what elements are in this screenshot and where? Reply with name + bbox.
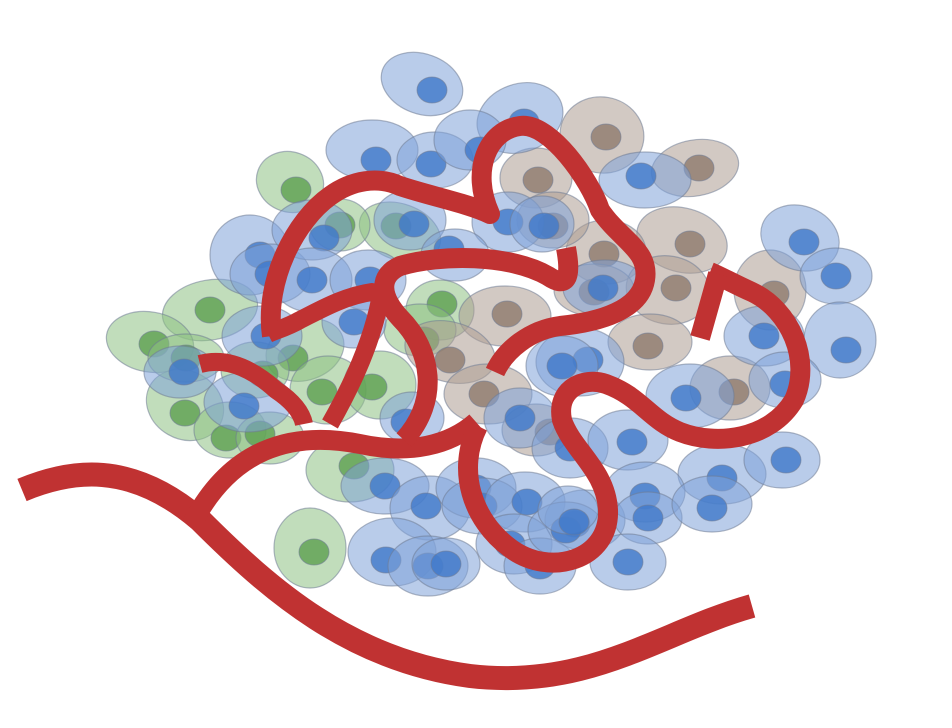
blue-cell-nucleus: [308, 224, 340, 252]
blue-cell: [743, 431, 821, 489]
blue-cell: [671, 475, 753, 533]
blue-cell: [587, 409, 669, 471]
blue-cell: [373, 189, 447, 251]
blue-cell-nucleus: [748, 322, 780, 350]
blue-cell: [411, 537, 481, 591]
green-cell-nucleus: [298, 538, 330, 566]
lower-serpentine-vessel: [458, 262, 811, 573]
blue-cell-nucleus: [369, 472, 401, 500]
blue-cell-nucleus: [415, 150, 447, 178]
taupe-cell-nucleus: [491, 300, 523, 328]
blue-cell-nucleus: [788, 228, 820, 256]
right-hook-vessel: [690, 271, 728, 341]
upper-loop-vessel: [260, 115, 656, 377]
blue-cell: [325, 119, 419, 181]
blue-cell-nucleus: [770, 446, 802, 474]
blue-cell-nucleus: [546, 352, 578, 380]
green-cell-nucleus: [194, 296, 226, 324]
blue-cell: [380, 51, 464, 117]
blue-cell-nucleus: [587, 274, 619, 302]
taupe-cell-nucleus: [674, 230, 706, 258]
blue-cell-nucleus: [820, 262, 852, 290]
main-vessel: [17, 462, 756, 691]
blue-cell: [143, 345, 217, 399]
blue-cell: [645, 363, 735, 429]
blue-cell-nucleus: [504, 404, 536, 432]
left-branch-vessel: [183, 414, 483, 529]
taupe-cell-nucleus: [590, 123, 622, 151]
blue-cell-nucleus: [168, 358, 200, 386]
blue-cell-nucleus: [670, 384, 702, 412]
taupe-cell-nucleus: [632, 332, 664, 360]
blue-cell-nucleus: [558, 508, 590, 536]
central-vessel: [374, 246, 579, 447]
blue-cell-nucleus: [228, 392, 260, 420]
blue-cell-nucleus: [830, 336, 862, 364]
blue-cell: [509, 195, 575, 253]
blue-cell-nucleus: [430, 550, 462, 578]
blue-cell-nucleus: [410, 492, 442, 520]
green-cell-nucleus: [169, 399, 201, 427]
blue-cell: [589, 533, 667, 591]
small-left-vessel: [197, 352, 313, 427]
blue-cell: [598, 151, 692, 209]
blue-cell: [537, 485, 599, 536]
taupe-cell-nucleus: [660, 274, 692, 302]
blue-cell-nucleus: [696, 494, 728, 522]
blue-cell-nucleus: [296, 266, 328, 294]
green-cell-nucleus: [280, 176, 312, 204]
green-cell: [255, 150, 325, 214]
top-stub-vessel: [263, 283, 395, 429]
blue-cell-nucleus: [625, 162, 657, 190]
blue-cell-nucleus: [616, 428, 648, 456]
blue-cell-nucleus: [528, 212, 560, 240]
blue-cell: [613, 491, 683, 545]
blue-cell-nucleus: [632, 504, 664, 532]
green-cell: [273, 507, 347, 589]
blue-cell-nucleus: [416, 76, 448, 104]
blue-cell-nucleus: [398, 210, 430, 238]
blue-cell: [803, 301, 877, 379]
taupe-cell-nucleus: [434, 346, 466, 374]
blue-cell: [799, 247, 873, 305]
blue-cell-nucleus: [612, 548, 644, 576]
blood-vessel-network: [17, 115, 811, 691]
taupe-cell: [607, 313, 693, 371]
blue-cell-nucleus: [360, 146, 392, 174]
taupe-cell: [559, 96, 645, 174]
taupe-cell-nucleus: [522, 166, 554, 194]
